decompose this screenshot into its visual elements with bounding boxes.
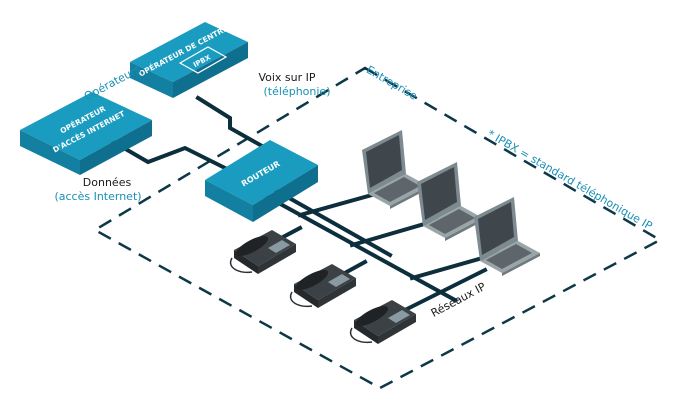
operators-label: Opérateurs [82, 62, 143, 103]
desk-phone-icon [289, 264, 356, 308]
voip-label: Voix sur IP [258, 71, 315, 84]
data-sublabel: (accès Internet) [54, 190, 141, 203]
phones [229, 230, 416, 344]
desk-phone-icon [229, 230, 296, 274]
voip-sublabel: (téléphonie) [264, 85, 331, 98]
enterprise-label: Entreprise [364, 63, 419, 103]
data-label: Données [83, 176, 132, 189]
laptop-icon [474, 197, 540, 276]
laptop-icon [362, 130, 428, 209]
enterprise-boundary [92, 66, 663, 390]
router-box: ROUTEUR [205, 140, 318, 222]
laptop-icon [417, 162, 483, 241]
desk-phone-icon [349, 300, 416, 344]
centrex-operator-box: OPÉRATEUR DE CENTREX IPBX [130, 21, 248, 98]
laptops [362, 130, 540, 276]
internet-operator-box: OPÉRATEUR D'ACCÈS INTERNET [20, 92, 152, 175]
ip-network-label: Réseaux IP [429, 280, 488, 320]
